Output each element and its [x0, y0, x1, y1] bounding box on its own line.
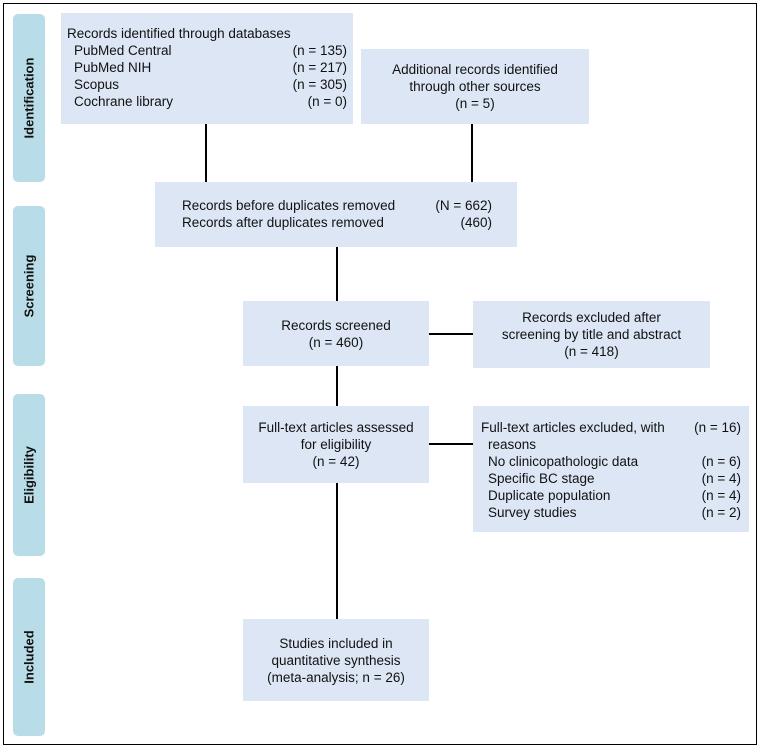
included-line3: (meta-analysis; n = 26)	[267, 669, 405, 685]
duplicates-before-row: Records before duplicates removed (N = 6…	[182, 197, 492, 214]
exclusion-reason-label: No clinicopathologic data	[488, 454, 639, 469]
duplicates-after-count: (460)	[460, 215, 492, 230]
stage-screening-label: Screening	[21, 254, 37, 318]
duplicates-after-label: Records after duplicates removed	[182, 215, 384, 230]
connector-screened-excluded	[428, 333, 474, 335]
stage-identification: Identification	[13, 14, 45, 182]
additional-records-box: Additional records identified through ot…	[361, 49, 589, 124]
database-label: Scopus	[74, 77, 120, 92]
fulltext-excluded-box: Full-text articles excluded, with (n = 1…	[473, 406, 749, 532]
excluded-screen-line2: screening by title and abstract	[501, 327, 682, 342]
fulltext-excluded-title2: reasons	[488, 437, 537, 452]
exclusion-reason-count: (n = 6)	[701, 454, 741, 469]
database-label: PubMed NIH	[74, 60, 152, 75]
records-screened-box: Records screened (n = 460)	[243, 301, 429, 366]
database-label: Cochrane library	[74, 94, 174, 109]
exclusion-reason-count: (n = 4)	[701, 471, 741, 486]
stage-eligibility: Eligibility	[13, 394, 45, 556]
connector-fulltext-down	[336, 483, 338, 619]
screened-line1: Records screened	[281, 317, 391, 333]
stage-included-label: Included	[21, 630, 37, 684]
connector-screened-down	[336, 366, 338, 406]
diagram-frame	[3, 3, 757, 745]
exclusion-reason-row: No clinicopathologic data (n = 6)	[481, 453, 741, 470]
fulltext-line2: for eligibility	[300, 437, 372, 452]
connector-duplicates-down	[336, 247, 338, 301]
database-count: (n = 305)	[292, 77, 347, 92]
stage-screening: Screening	[13, 206, 45, 366]
database-row: Cochrane library (n = 0)	[67, 93, 347, 110]
duplicates-before-count: (N = 662)	[435, 198, 492, 213]
exclusion-reason-row: Duplicate population (n = 4)	[481, 487, 741, 504]
included-line2: quantitative synthesis	[271, 652, 401, 668]
included-line1: Studies included in	[279, 635, 393, 651]
database-count: (n = 0)	[307, 94, 347, 109]
duplicates-box: Records before duplicates removed (N = 6…	[155, 182, 517, 247]
database-row: PubMed NIH (n = 217)	[67, 59, 347, 76]
exclusion-reason-row: Survey studies (n = 2)	[481, 504, 741, 521]
connector-additional-down	[471, 124, 473, 183]
additional-line2: through other sources	[409, 79, 541, 94]
database-count: (n = 135)	[292, 43, 347, 58]
screened-line2: (n = 460)	[308, 334, 364, 350]
fulltext-excluded-title-row: Full-text articles excluded, with (n = 1…	[481, 419, 741, 436]
stage-eligibility-label: Eligibility	[21, 446, 37, 504]
fulltext-line3: (n = 42)	[312, 454, 360, 469]
studies-included-box: Studies included in quantitative synthes…	[243, 619, 429, 701]
fulltext-line1: Full-text articles assessed	[258, 420, 414, 435]
database-row: PubMed Central (n = 135)	[67, 42, 347, 59]
databases-title: Records identified through databases	[67, 26, 291, 41]
exclusion-reason-count: (n = 2)	[701, 505, 741, 520]
excluded-screen-line3: (n = 418)	[564, 344, 619, 359]
fulltext-excluded-title: Full-text articles excluded, with	[481, 420, 665, 435]
duplicates-after-row: Records after duplicates removed (460)	[182, 214, 492, 231]
exclusion-reason-row: Specific BC stage (n = 4)	[481, 470, 741, 487]
database-label: PubMed Central	[74, 43, 172, 58]
exclusion-reason-label: Duplicate population	[488, 488, 611, 503]
fulltext-excluded-total: (n = 16)	[694, 420, 741, 435]
exclusion-reason-label: Survey studies	[488, 505, 577, 520]
database-row: Scopus (n = 305)	[67, 76, 347, 93]
stage-included: Included	[13, 578, 45, 736]
records-excluded-box: Records excluded after screening by titl…	[473, 301, 710, 368]
exclusion-reason-count: (n = 4)	[701, 488, 741, 503]
excluded-screen-line1: Records excluded after	[522, 310, 661, 325]
connector-databases-down	[205, 124, 207, 183]
exclusion-reason-label: Specific BC stage	[488, 471, 595, 486]
databases-box: Records identified through databases Pub…	[61, 13, 353, 124]
database-count: (n = 217)	[292, 60, 347, 75]
stage-identification-label: Identification	[21, 57, 37, 139]
duplicates-before-label: Records before duplicates removed	[182, 198, 396, 213]
connector-fulltext-excluded	[428, 443, 474, 445]
additional-line1: Additional records identified	[392, 62, 558, 77]
fulltext-assessed-box: Full-text articles assessed for eligibil…	[243, 406, 429, 483]
additional-line3: (n = 5)	[455, 96, 495, 111]
